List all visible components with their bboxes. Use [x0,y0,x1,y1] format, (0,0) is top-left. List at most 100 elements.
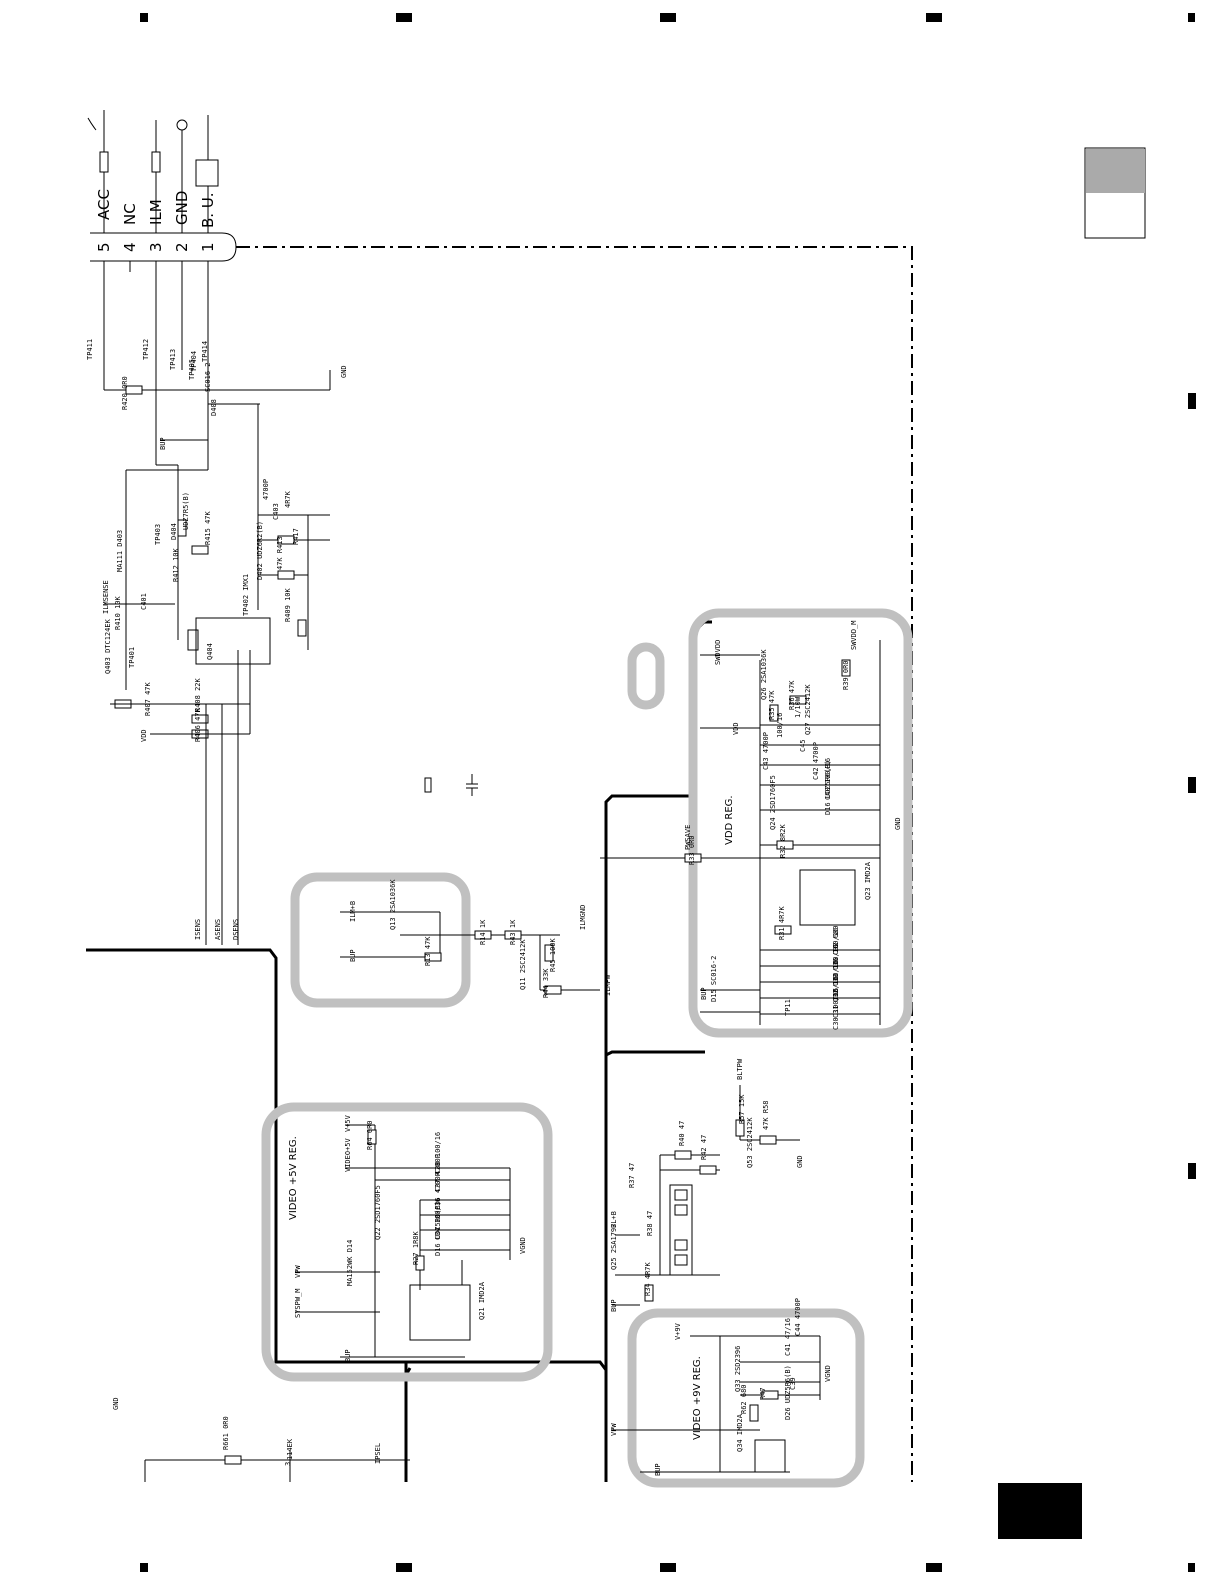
component-label: ILM+B [349,901,357,922]
component-label: R64 0R0 [366,1120,374,1150]
component-label: R415 47K [204,510,212,545]
component-label: TP412 [142,339,150,360]
component-label: Q26 2SA1036K [760,649,768,700]
component-label: R32 8R2K [779,823,787,858]
component-label: VGND [519,1237,527,1254]
component-label: IPSEL [374,1443,382,1464]
component-label: D16 UDZ5R6(B) [434,1201,442,1256]
component-label: C31 100/16 [832,976,840,1018]
component-label: VDD [140,729,148,742]
connector-pin-1: 1 B. U. [199,192,217,252]
component-label: C36 100/16 [832,928,840,970]
component-label: 114EK [286,1438,294,1460]
component-label: R410 10K [114,595,122,630]
component-label: 47K R413 [276,536,284,570]
component-label: R38 47 [646,1211,654,1236]
component-label: GND [340,365,348,378]
component-label: R31 4R7K [778,905,786,940]
svg-text:5: 5 [95,242,113,252]
component-label: V+9V [674,1322,682,1340]
component-label: C32 100/16 [832,960,840,1002]
svg-text:1: 1 [199,242,217,252]
component-label: Q27 2SC2412K [804,684,812,735]
component-label: C43 4700P [762,732,770,770]
component-label: R408 22K [194,677,202,712]
component-label: Q33 2SD2396 [734,1346,742,1392]
component-label: 4700P [262,479,270,500]
component-label: SWVDD_M [850,620,858,650]
component-label: Q24 2SD1760F5 [769,775,777,830]
component-label: C32 680 [832,925,840,955]
component-label: BUP [349,949,357,962]
component-label: R412 10K [172,547,180,582]
svg-text:3: 3 [147,242,165,252]
board-outline-dashed [236,246,913,1482]
vdd-reg-title: VDD REG. [724,795,735,845]
connector-pin-5: 5 ACC [95,189,113,252]
component-label: BUP [159,437,167,450]
component-label: Q53 2SC2412K [746,1117,754,1168]
component-label: Q22 2SD1760F5 [374,1185,382,1240]
component-label: SYSPW_M [294,1288,302,1318]
component-label: C37 4700P [434,1154,442,1192]
svg-text:ACC: ACC [95,189,113,220]
component-label: C39 [789,1377,797,1390]
component-label: GND [112,1397,120,1410]
svg-text:B. U.: B. U. [199,192,217,228]
component-label: C40 100/16 [824,758,832,800]
vdd-reg-block-highlight [688,608,913,1038]
component-label: D404 [170,523,178,540]
component-label: 3 [284,1462,292,1466]
component-label: C403 [272,503,280,520]
component-label: Q34 IMD2A [736,1413,744,1452]
component-label: ASENS [214,919,222,940]
connector-pin-3: 3 ILM [147,199,165,252]
component-label: PWSAVE [684,825,692,850]
component-label: TP411 [86,339,94,360]
connector-pin-4: 4 NC [121,203,139,252]
component-label: Q11 2SC2412K [519,939,527,990]
component-label: TP404 [190,351,198,372]
component-label: Q23 IMD2A [864,861,872,900]
component-label: C38 100/16 [434,1132,442,1174]
component-label: C36 4700P [434,1172,442,1210]
component-label: C30 100/16 [832,988,840,1030]
component-label: VIDEO+5V [344,1137,352,1172]
component-label: UDZ7R5(B) [182,492,190,530]
component-label: R39 0R0 [842,660,850,690]
component-label: R45 100K [549,937,557,972]
ilm-block-highlight [290,872,471,1008]
component-label: C44 4700P [794,1298,802,1336]
component-label: D26 UDZ5R6(B) [784,1365,792,1420]
svg-text:4: 4 [121,242,139,252]
component-label: R57 15K [738,1094,746,1124]
component-label: R27 1R8K [412,1230,420,1265]
component-label: R33 0R0 [688,835,696,865]
bottom-left-circuit [144,1450,410,1482]
component-label: R36 47K [788,680,796,710]
svg-text:GND: GND [173,191,191,225]
component-label: ISENS [194,919,202,940]
component-label: VDD [732,722,740,735]
video-9v-circuit [612,1335,821,1473]
component-label: 4R7K [284,490,292,508]
video-5v-circuit [295,1124,511,1358]
component-label: R407 47K [144,681,152,716]
registration-marks [140,13,1196,1572]
component-label: C45 [799,739,807,752]
ilm-circuit [340,911,600,995]
component-label: SWDVDD [714,640,722,665]
component-label: R661 0R0 [222,1416,230,1450]
component-label: MA111 D403 [116,530,124,572]
component-label: DSENS [232,919,240,940]
component-label: C33 100/16 [832,944,840,986]
svg-text:NC: NC [121,203,139,225]
component-label: BUP [344,1349,352,1362]
component-label: V+5V [344,1114,352,1132]
upper-circuit [103,261,331,945]
